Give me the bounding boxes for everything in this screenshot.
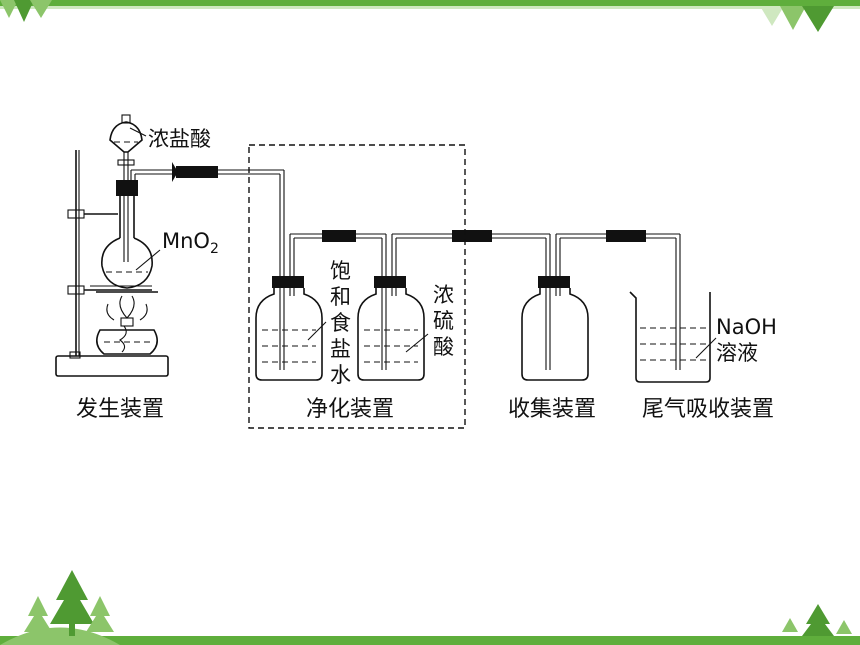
gas-washing-bottle-salt [255,276,327,381]
caption-tail-gas: 尾气吸收装置 [642,397,774,422]
label-solution: 溶液 [716,341,758,365]
beaker [629,291,717,383]
bottom-border [0,627,860,645]
label-char: 硫 [433,309,454,333]
collection-bottle [521,276,589,381]
tri-icon [802,6,834,32]
rubber-joint [452,230,492,242]
rubber-joint [606,230,646,242]
rubber-joint [176,166,218,178]
generation-apparatus [55,114,178,377]
gas-washing-bottle-acid [357,276,429,381]
rubber-joint [322,230,356,242]
label-char: 和 [330,285,351,309]
label-char: 水 [330,363,351,387]
label-conc-sulfuric-acid: 浓 硫 酸 [433,283,454,359]
label-naoh: NaOH [716,315,777,339]
flame [119,295,135,319]
tri-icon [30,0,52,18]
label-char: 浓 [433,283,454,307]
stopper [272,276,304,288]
caption-collection: 收集装置 [508,397,596,422]
label-char: 酸 [433,335,454,359]
stopper [538,276,570,288]
tree-icon [24,570,114,636]
label-char: 饱 [330,259,351,283]
tri-icon [14,0,34,22]
label-mno2: MnO2 [162,229,219,257]
tri-icon [760,6,784,26]
separatory-funnel [109,121,143,153]
stand-base [55,355,169,377]
top-border [0,0,860,32]
bottom-stripe [0,636,860,645]
top-stripe [0,0,860,6]
label-char: 食 [330,311,351,335]
tree-icon [782,604,852,636]
label-char: 盐 [330,337,351,361]
tri-icon [0,0,18,18]
stopper [116,180,138,196]
caption-purification: 净化装置 [306,397,394,422]
stopper [374,276,406,288]
top-stripe-light [0,6,860,9]
stopcock [117,159,135,166]
round-flask [101,237,153,289]
label-hcl: 浓盐酸 [148,127,211,151]
label-saturated-salt-water: 饱 和 食 盐 水 [330,259,351,387]
connecting-tubes [172,162,681,370]
tri-icon [780,6,806,30]
alcohol-lamp [96,329,158,355]
caption-generation: 发生装置 [76,397,164,422]
